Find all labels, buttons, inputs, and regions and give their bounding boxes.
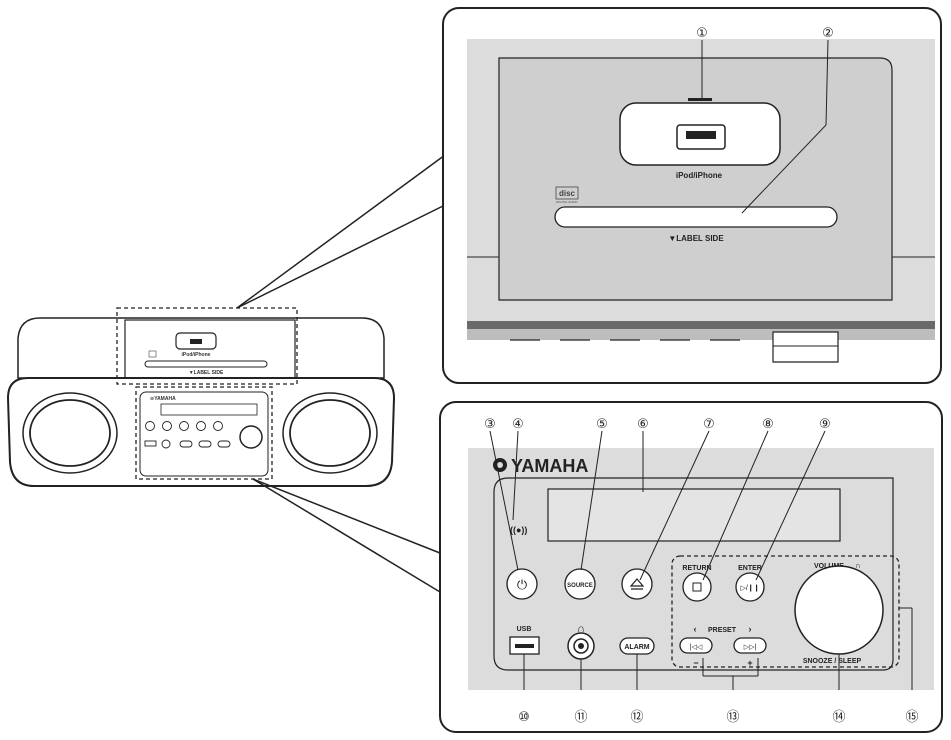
- svg-text:SOURCE: SOURCE: [567, 583, 593, 589]
- callout-7: ⑦: [703, 416, 715, 431]
- svg-text:①: ①: [696, 25, 708, 40]
- overview-dock-label: iPod/iPhone: [182, 352, 211, 358]
- callout-6: ⑥: [637, 416, 649, 431]
- preset-next-label: ›: [749, 624, 752, 634]
- skip-forward-icon: ▷▷|: [744, 644, 757, 651]
- overview-top-highlight: [116, 307, 298, 385]
- cd-slot: [554, 206, 838, 228]
- callout-15: ⑮: [905, 709, 918, 724]
- overview-brand: ⊙YAMAHA: [150, 396, 176, 402]
- alarm-button[interactable]: ALARM: [619, 637, 655, 655]
- operation-group-highlight: [671, 555, 900, 668]
- display-window: [547, 488, 841, 542]
- minus-label: −: [693, 658, 698, 668]
- top-body-edge: [467, 321, 935, 329]
- callout-10: ⑩: [518, 709, 530, 724]
- headphone-icon: ∩: [577, 623, 585, 635]
- cd-slot-label: ▼LABEL SIDE: [668, 234, 724, 243]
- source-button[interactable]: SOURCE: [564, 568, 596, 600]
- overview-dock-connector: [190, 339, 202, 344]
- callout-4: ④: [512, 416, 524, 431]
- plus-label: +: [747, 658, 752, 668]
- right-speaker: [282, 392, 378, 474]
- top-lid-panel: [498, 57, 893, 301]
- callout-8: ⑧: [762, 416, 774, 431]
- enter-play-button[interactable]: ▷/❙❙: [735, 572, 765, 602]
- dock-label: iPod/iPhone: [676, 171, 723, 180]
- brand-label: YAMAHA: [511, 456, 588, 476]
- callout-14: ⑭: [832, 709, 845, 724]
- top-panel-detail: iPod/iPhone disc DIGITAL AUDIO ▼LABEL SI…: [442, 7, 942, 384]
- skip-back-button[interactable]: |◁◁: [679, 637, 713, 654]
- enter-label: ENTER: [738, 565, 762, 572]
- front-panel-detail: YAMAHA ((●)) ⏻ SOURCE RETURN ENTER ▷/❙❙: [439, 401, 943, 733]
- skip-back-icon: |◁◁: [690, 644, 703, 651]
- svg-text:②: ②: [822, 25, 834, 40]
- snooze-sleep-label: SNOOZE / SLEEP: [803, 658, 862, 665]
- headphone-jack[interactable]: [567, 632, 595, 660]
- overview-volume-knob: [239, 425, 263, 449]
- callout-11: ⑪: [574, 709, 587, 724]
- svg-text:disc: disc: [559, 189, 576, 198]
- callout-3: ③: [484, 416, 496, 431]
- eject-button[interactable]: [621, 568, 653, 600]
- callout-9: ⑨: [819, 416, 831, 431]
- preset-label: PRESET: [708, 627, 737, 634]
- callout-13: ⑬: [726, 709, 739, 724]
- play-pause-icon: ▷/❙❙: [740, 584, 759, 592]
- skip-forward-button[interactable]: ▷▷|: [733, 637, 767, 654]
- remote-sensor: ((●)): [510, 525, 527, 535]
- power-icon: ⏻: [517, 577, 527, 592]
- callout-2: ②: [741, 25, 834, 214]
- overview-buttons: [144, 421, 231, 449]
- callout-12: ⑫: [630, 709, 643, 724]
- ipod-dock: [619, 98, 781, 166]
- headphone-volume-icon: ∩: [855, 561, 861, 570]
- callout-1: ①: [696, 25, 708, 99]
- svg-text:DIGITAL AUDIO: DIGITAL AUDIO: [556, 200, 578, 204]
- overview-cd-slot: [144, 360, 268, 368]
- overview-display: [160, 403, 258, 416]
- stop-icon: [692, 582, 702, 592]
- svg-text:ALARM: ALARM: [624, 644, 649, 651]
- cd-logo: disc DIGITAL AUDIO: [555, 186, 578, 204]
- left-speaker: [22, 392, 118, 474]
- preset-prev-label: ‹: [694, 624, 697, 634]
- top-body-foot: [772, 331, 839, 363]
- zoom-lines: [236, 154, 446, 596]
- volume-knob[interactable]: [794, 565, 884, 655]
- yamaha-logo: [493, 458, 507, 472]
- overview-cd-label: ▼LABEL SIDE: [189, 370, 224, 376]
- return-button[interactable]: [682, 572, 712, 602]
- overview-unit: iPod/iPhone ▼LABEL SIDE ⊙YAMAHA: [6, 307, 396, 487]
- callout-5: ⑤: [596, 416, 608, 431]
- callout-leaders: [489, 430, 913, 690]
- power-button[interactable]: ⏻: [506, 568, 538, 600]
- overview-cd-logo: [148, 350, 157, 358]
- usb-port-inner: [515, 644, 534, 648]
- return-label: RETURN: [682, 565, 711, 572]
- eject-icon: [629, 578, 645, 590]
- usb-label: USB: [517, 626, 532, 633]
- overview-front-highlight: [135, 386, 273, 480]
- top-body-lower: [467, 329, 935, 340]
